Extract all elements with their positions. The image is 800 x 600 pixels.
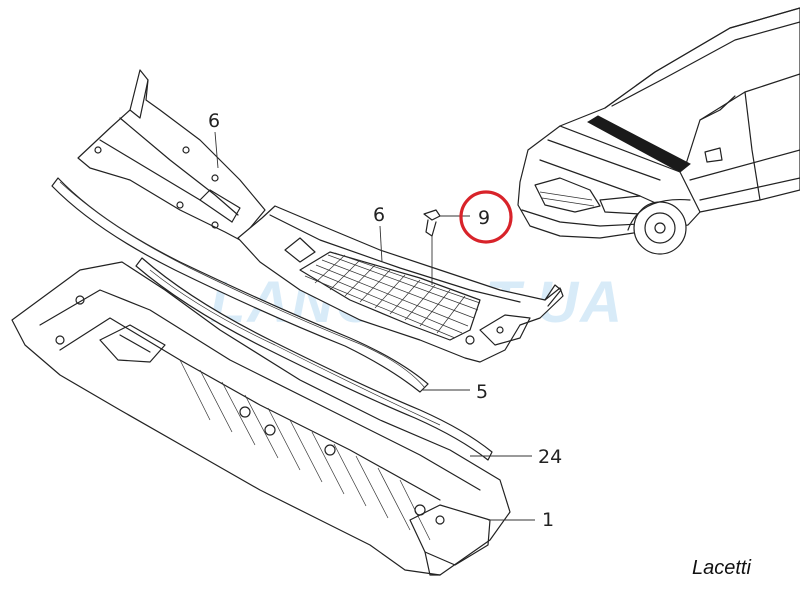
cowl-strip <box>135 257 493 461</box>
windshield-seal <box>51 177 429 393</box>
car-illustration <box>517 7 800 255</box>
highlight-ring <box>459 190 513 244</box>
clip-part <box>423 209 470 237</box>
callout-clip: 9 <box>478 207 490 229</box>
callout-panel: 1 <box>542 509 554 531</box>
callout-lower-cowl: 6 <box>373 204 385 226</box>
callout-strip: 24 <box>538 446 562 468</box>
lower-cowl-center <box>237 205 564 363</box>
callout-upper-cowl: 6 <box>208 110 220 132</box>
front-body-panel <box>11 261 511 576</box>
callout-seal: 5 <box>476 381 488 403</box>
highlight-callout[interactable]: 9 <box>459 190 513 244</box>
leader-lines <box>214 131 535 521</box>
upper-cowl-left <box>77 69 266 241</box>
grille-mesh <box>304 252 481 339</box>
model-name: Lacetti <box>692 557 751 579</box>
